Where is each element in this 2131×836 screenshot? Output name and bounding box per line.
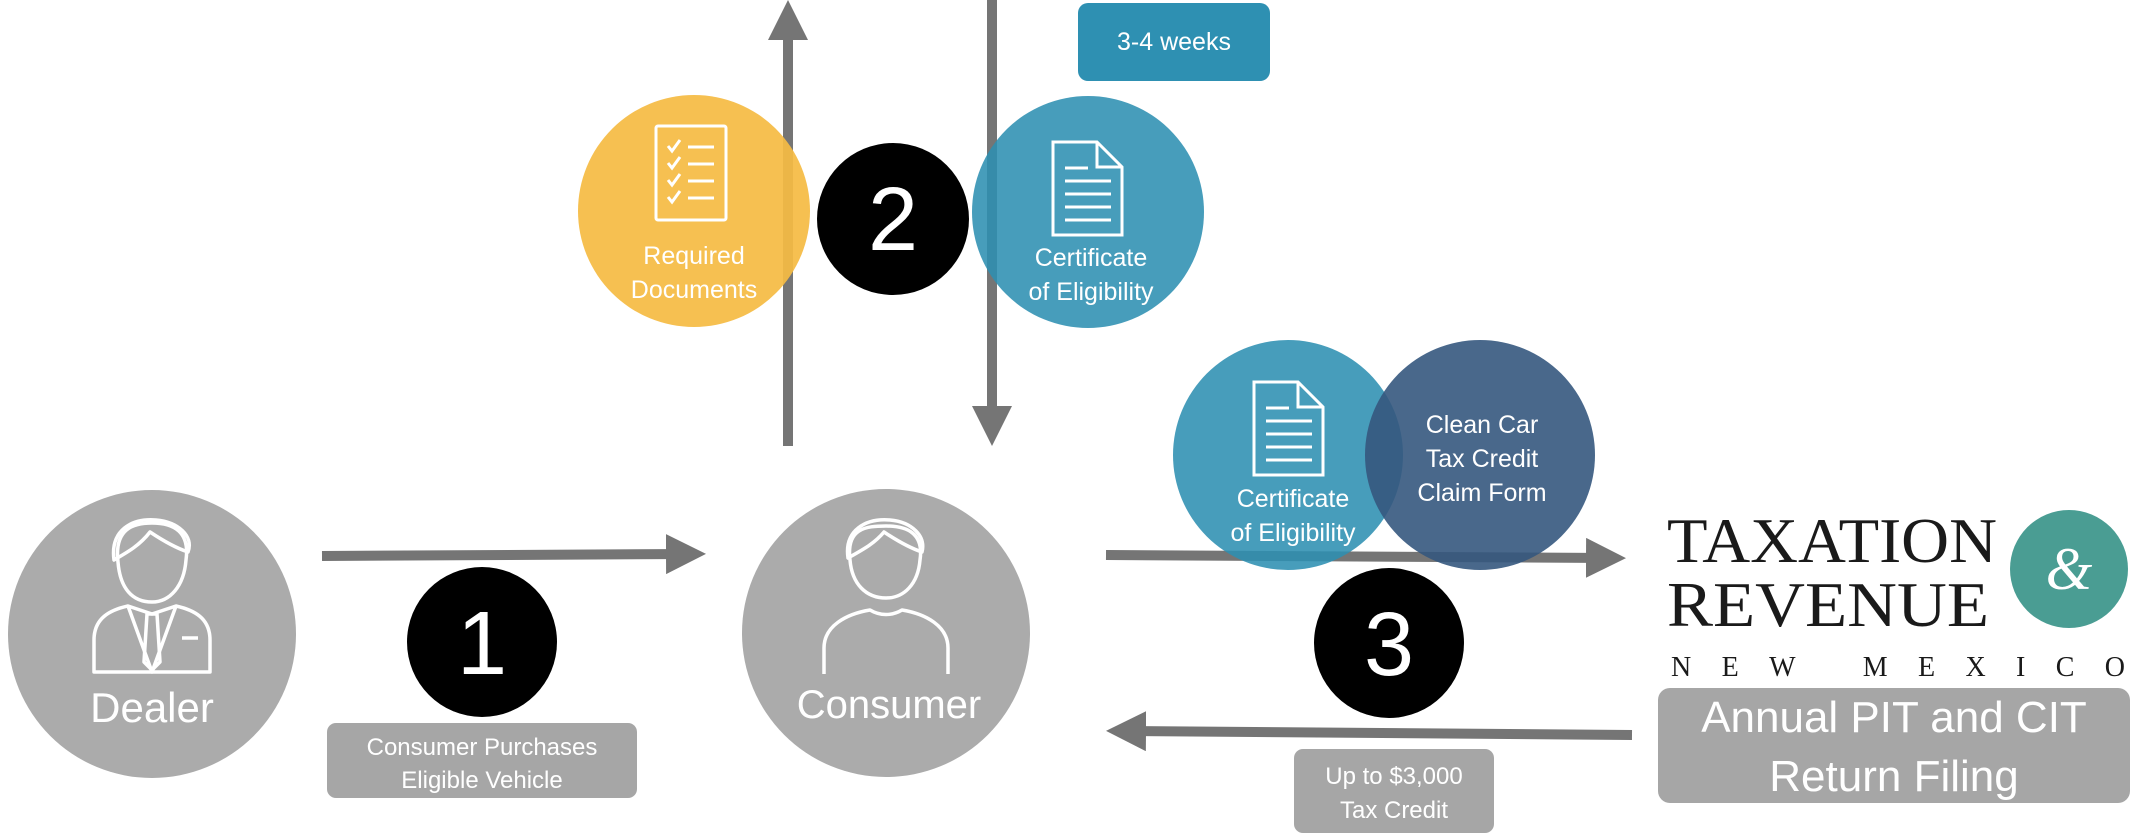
certificate-label-line1: Certificate bbox=[1237, 485, 1350, 513]
claim-form-label-line3: Claim Form bbox=[1417, 479, 1546, 507]
logo-line1: TAXATION bbox=[1667, 505, 1997, 576]
credit-label-line1: Up to $3,000 bbox=[1325, 763, 1462, 790]
dealer-node: Dealer bbox=[8, 490, 296, 778]
credit-label-box: Up to $3,000 Tax Credit bbox=[1294, 749, 1494, 833]
claim-form-label-line1: Clean Car bbox=[1426, 411, 1539, 439]
required-documents-label-line2: Documents bbox=[631, 276, 757, 304]
required-documents-label-line1: Required bbox=[643, 242, 744, 270]
arrow-dealer-to-consumer bbox=[321, 534, 706, 575]
step-2-badge: 2 bbox=[817, 143, 969, 295]
logo-state: NEW MEXICO bbox=[1671, 652, 2125, 683]
arrow-taxation-to-consumer bbox=[1106, 711, 1633, 752]
certificate-label-line1: Certificate bbox=[1035, 244, 1148, 272]
purchase-label-line1: Consumer Purchases bbox=[367, 734, 598, 761]
certificate-bubble-step2: Certificate of Eligibility bbox=[972, 96, 1204, 328]
logo-line2: REVENUE bbox=[1667, 569, 1989, 640]
claim-form-bubble: Clean Car Tax Credit Claim Form bbox=[1365, 340, 1595, 570]
certificate-label-line2: of Eligibility bbox=[1028, 278, 1154, 306]
filing-label-line1: Annual PIT and CIT bbox=[1701, 693, 2087, 742]
claim-form-label-line2: Tax Credit bbox=[1426, 445, 1539, 473]
consumer-label: Consumer bbox=[797, 683, 982, 727]
step-2-number: 2 bbox=[868, 170, 918, 270]
certificate-label-line2: of Eligibility bbox=[1230, 519, 1356, 547]
filing-label-line2: Return Filing bbox=[1769, 752, 2018, 801]
taxation-revenue-logo: TAXATION REVENUE & NEW MEXICO bbox=[1667, 505, 2128, 683]
purchase-label-box: Consumer Purchases Eligible Vehicle bbox=[327, 723, 637, 798]
timing-label: 3-4 weeks bbox=[1117, 28, 1231, 56]
step-1-number: 1 bbox=[457, 594, 507, 694]
document-icon bbox=[1252, 380, 1325, 477]
checklist-icon bbox=[654, 124, 728, 222]
consumer-person-icon bbox=[822, 518, 950, 674]
step-3-badge: 3 bbox=[1314, 568, 1464, 718]
consumer-node: Consumer bbox=[742, 489, 1030, 777]
credit-label-line2: Tax Credit bbox=[1340, 797, 1448, 824]
dealer-person-icon bbox=[92, 518, 212, 674]
required-documents-bubble: Required Documents bbox=[578, 95, 810, 327]
purchase-label-line2: Eligible Vehicle bbox=[401, 767, 562, 794]
certificate-bubble-step3: Certificate of Eligibility bbox=[1173, 340, 1403, 570]
timing-badge: 3-4 weeks bbox=[1078, 3, 1270, 81]
document-icon bbox=[1051, 140, 1124, 237]
step-3-number: 3 bbox=[1364, 595, 1414, 695]
annual-filing-box: Annual PIT and CIT Return Filing bbox=[1658, 688, 2130, 803]
step-1-badge: 1 bbox=[407, 567, 557, 717]
dealer-label: Dealer bbox=[90, 684, 214, 731]
logo-ampersand-circle bbox=[2010, 510, 2128, 628]
logo-ampersand: & bbox=[2046, 536, 2093, 602]
